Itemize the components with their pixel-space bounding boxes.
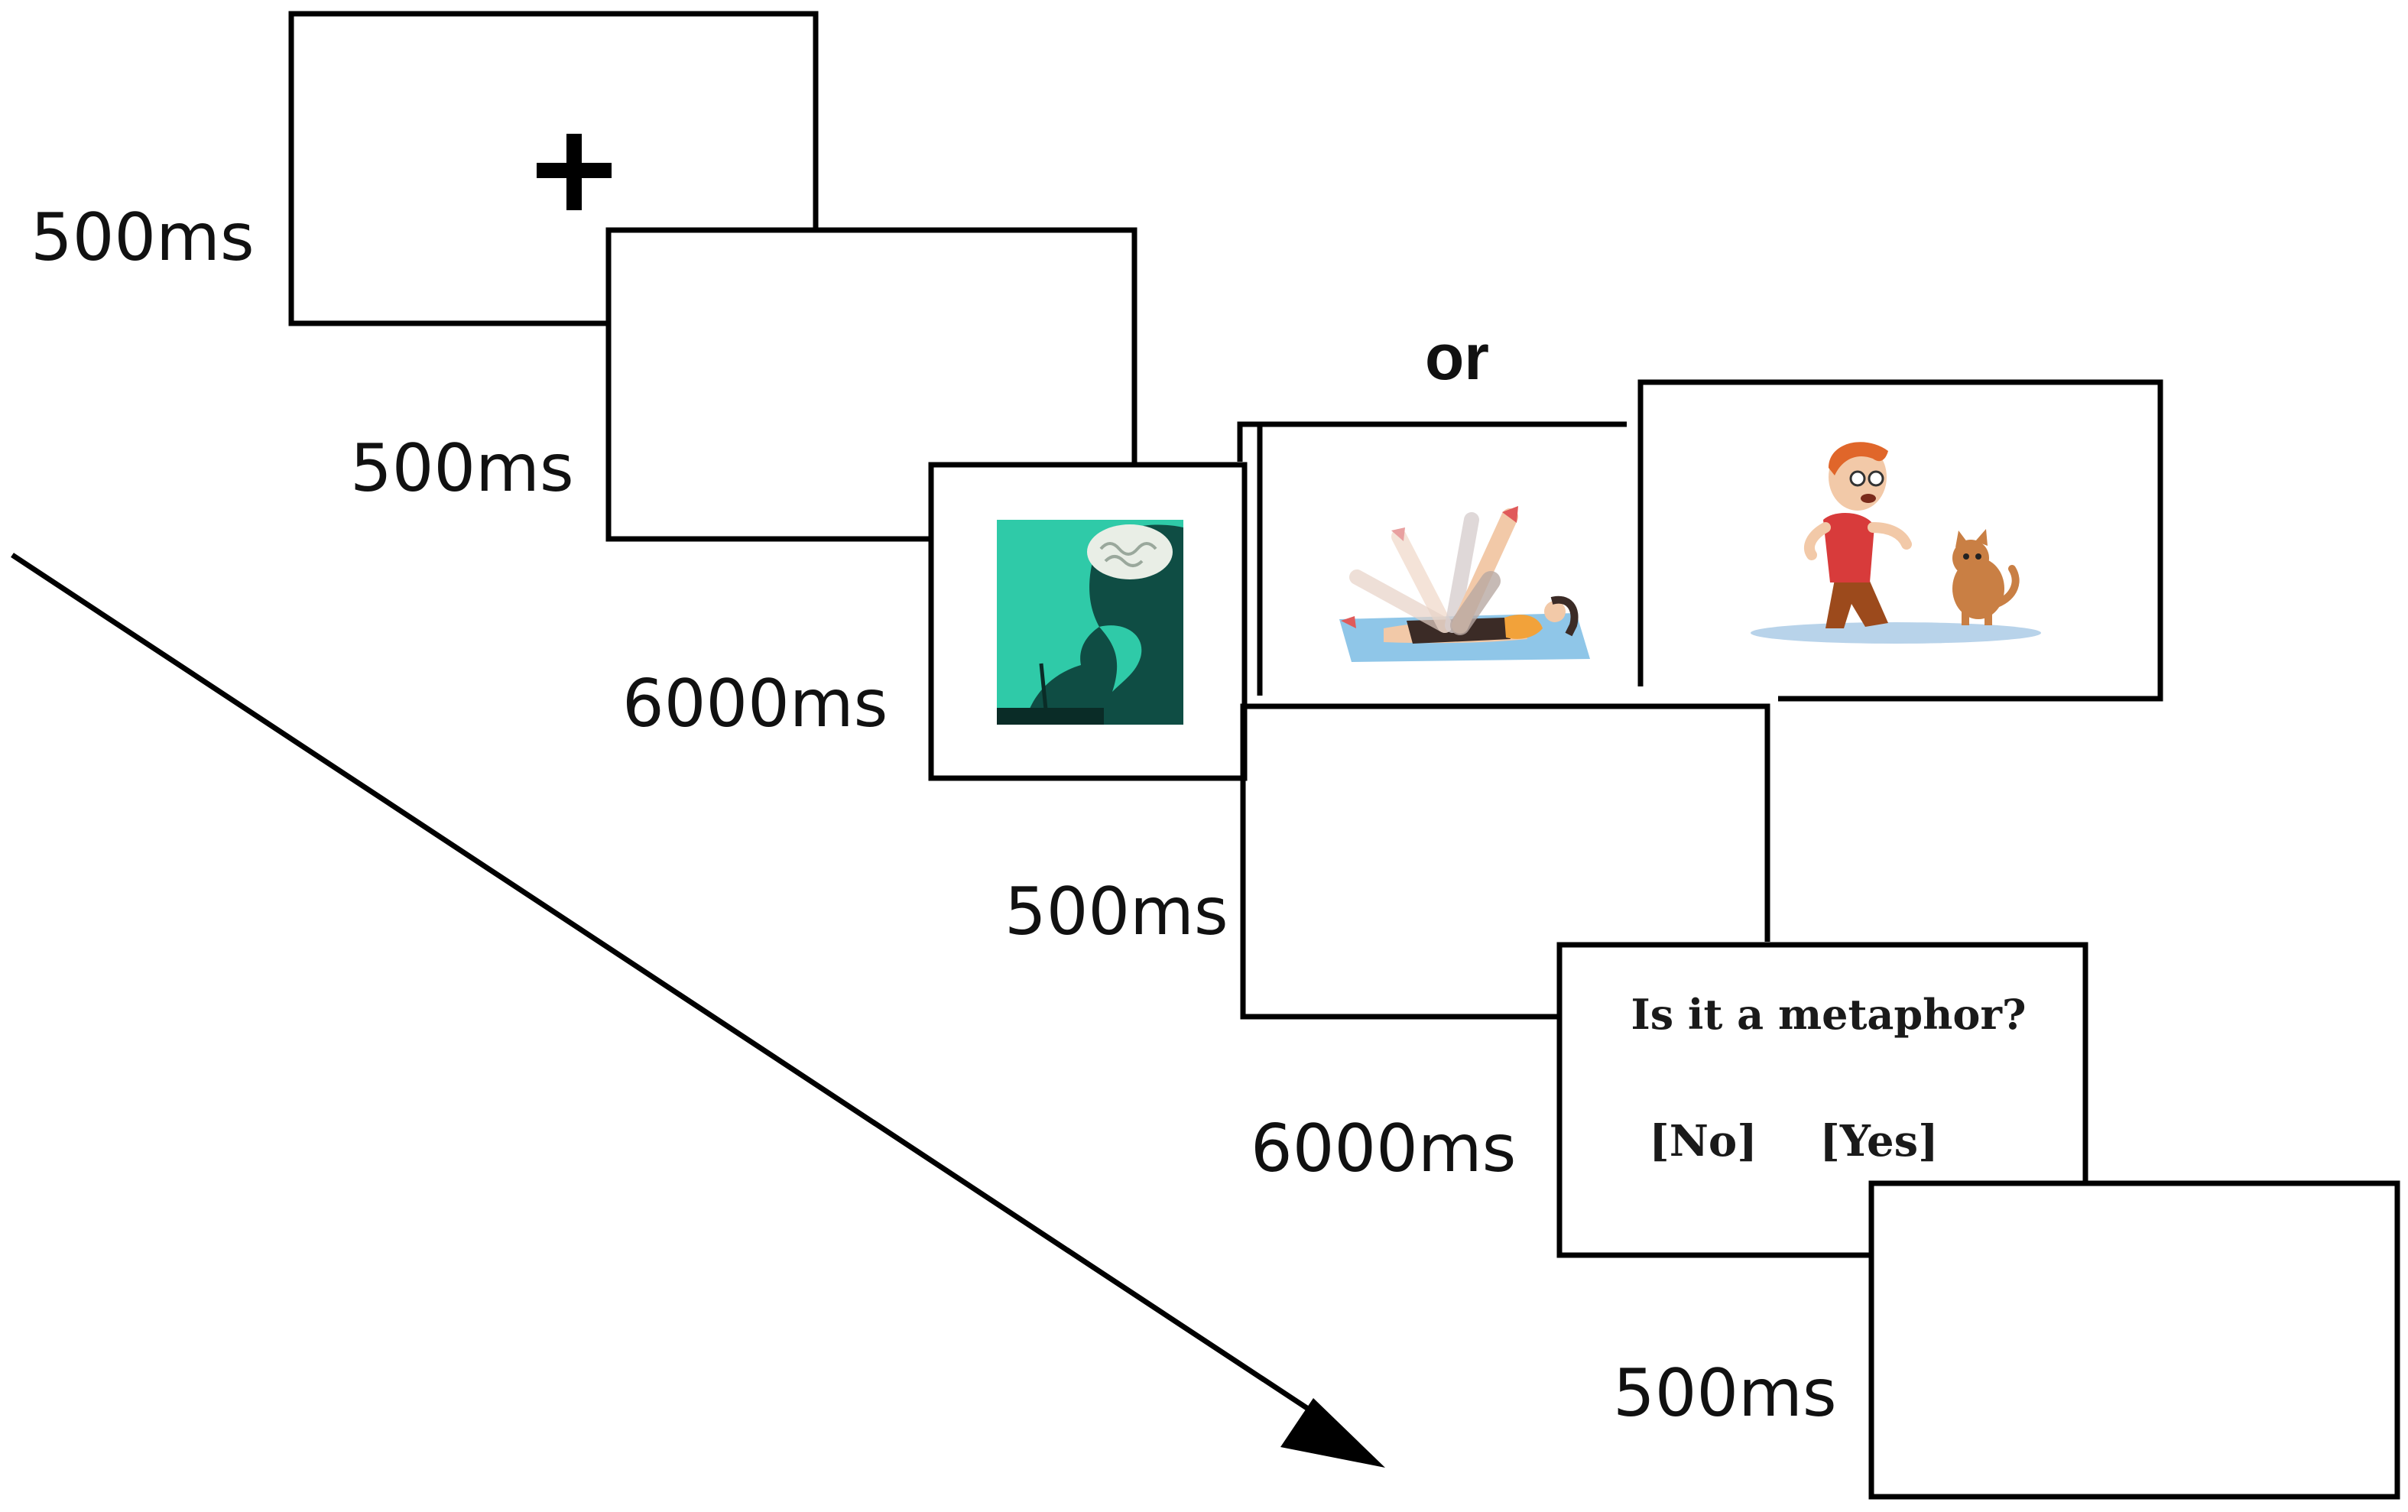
- scared-boy-and-cat-illustration: [1751, 442, 2041, 644]
- fixation-cross-icon: [537, 134, 612, 210]
- thinking-person-illustration: [997, 520, 1183, 725]
- duration-blank-1: 500ms: [350, 430, 574, 507]
- duration-blank-2: 500ms: [1004, 874, 1228, 950]
- duration-fixation: 500ms: [31, 200, 255, 276]
- frame-picture-scared: [1637, 379, 2163, 702]
- frame-picture-exercise: [1237, 421, 1627, 696]
- frame-blank-3: [1868, 1180, 2400, 1500]
- duration-question: 6000ms: [1251, 1111, 1516, 1187]
- alternative-label: or: [1425, 321, 1489, 393]
- frame-picture-thinking: [928, 462, 1248, 781]
- question-prompt: Is it a metaphor?: [1631, 990, 2026, 1039]
- option-yes: [Yes]: [1819, 1116, 1938, 1166]
- duration-blank-3: 500ms: [1613, 1355, 1837, 1432]
- time-arrow: [11, 553, 1385, 1468]
- frame-blank-2: [1240, 703, 1770, 1020]
- duration-picture: 6000ms: [622, 666, 888, 742]
- leg-exercise-illustration: [1339, 506, 1590, 662]
- option-no: [No]: [1649, 1116, 1757, 1166]
